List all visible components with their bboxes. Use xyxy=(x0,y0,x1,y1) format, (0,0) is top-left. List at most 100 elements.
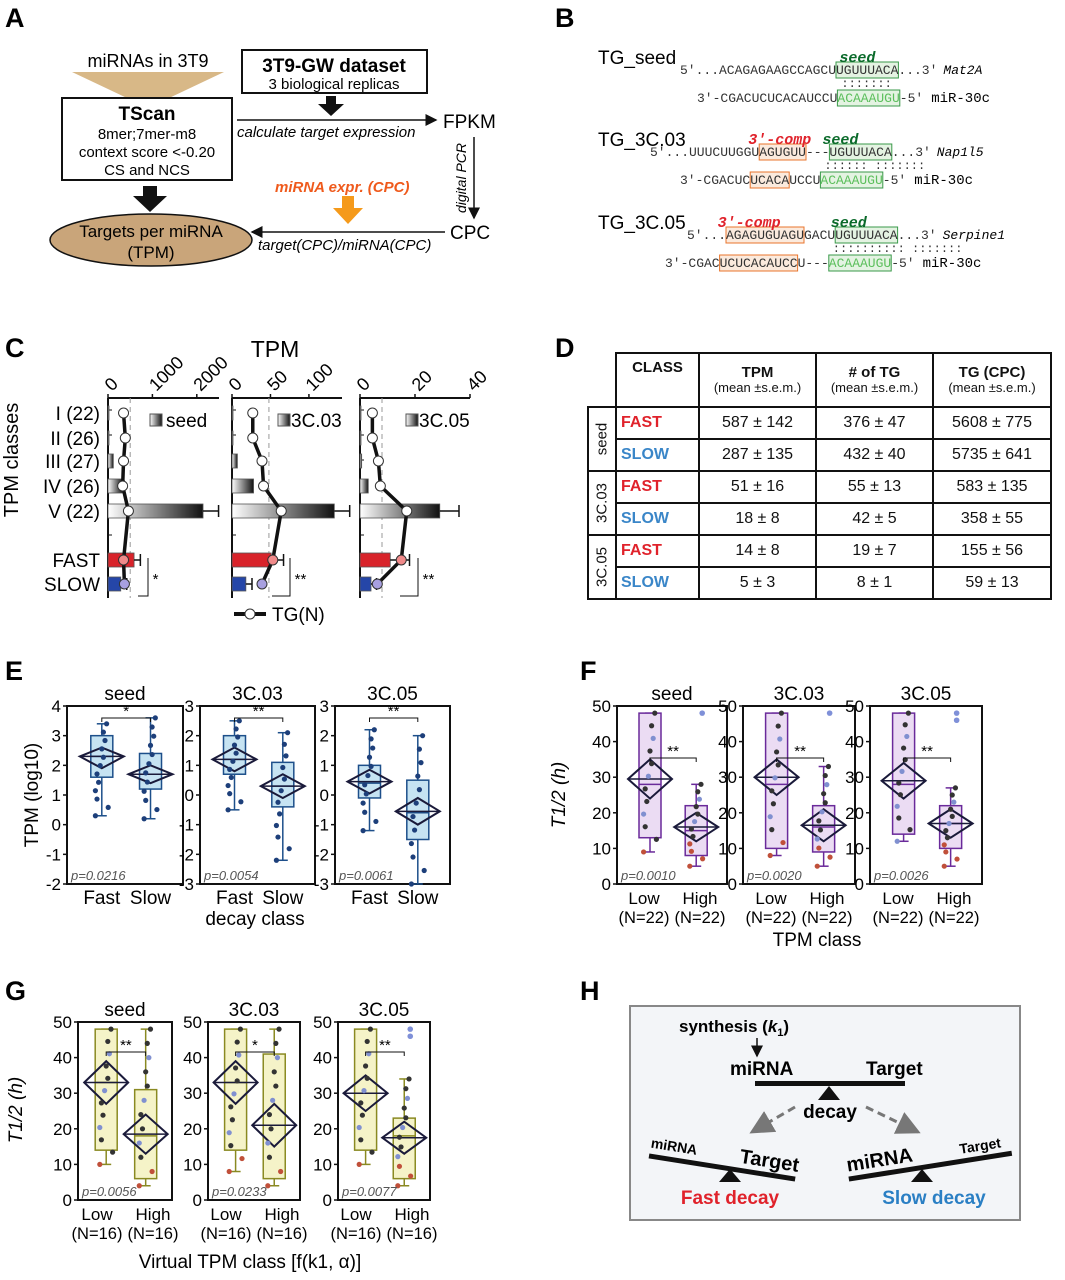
data-point xyxy=(645,773,652,779)
data-point xyxy=(767,814,773,820)
significance-stars: ** xyxy=(294,571,307,588)
data-point xyxy=(951,799,957,805)
data-point xyxy=(644,798,650,805)
group-label: Fast xyxy=(83,888,121,909)
data-point xyxy=(97,763,103,769)
y-tick-label: -2 xyxy=(179,845,194,864)
significance-stars: * xyxy=(152,571,159,588)
tg-point xyxy=(122,505,134,517)
data-point xyxy=(401,1105,407,1111)
tg-point xyxy=(366,407,378,419)
significance-bracket xyxy=(138,558,149,597)
y-tick-label: -2 xyxy=(314,845,329,864)
group-label: High xyxy=(136,1205,171,1224)
subplot-title: 3C.03 xyxy=(774,684,825,705)
data-point xyxy=(141,788,147,794)
significance-bracket xyxy=(101,717,152,722)
tpm-bar-iv xyxy=(231,478,254,494)
data-point xyxy=(362,782,368,788)
significance-stars: * xyxy=(123,703,129,720)
data-point xyxy=(265,1140,271,1146)
y-tick-label: 0 xyxy=(185,786,194,805)
data-point xyxy=(698,781,704,787)
data-point xyxy=(415,773,421,779)
sequence-segment: UGUUUACA xyxy=(836,63,899,78)
tscan-box xyxy=(61,97,233,181)
tscan-line: context score <-0.20 xyxy=(79,144,215,161)
panel-label: D xyxy=(555,333,575,363)
y-tick-label: 20 xyxy=(53,1120,72,1139)
panel-a-workflow: miRNAs in 3T9 TScan 8mer;7mer-m8 context… xyxy=(49,49,496,267)
data-point xyxy=(371,727,377,733)
tg-point xyxy=(371,578,383,590)
class-cell: FAST xyxy=(615,534,700,568)
sequence-segment: ACAAAUGU xyxy=(837,91,899,106)
data-point xyxy=(239,1155,245,1162)
tpm-bar-i xyxy=(107,405,110,421)
group-label: Slow xyxy=(262,888,303,909)
y-tick-label: 50 xyxy=(718,697,737,716)
tpm-bar-iii xyxy=(359,453,363,469)
data-point xyxy=(276,1026,282,1032)
tpm-bar-fast xyxy=(359,552,391,568)
data-point xyxy=(273,857,279,863)
y-tick-label: 30 xyxy=(183,1084,202,1103)
group-n-label: (N=16) xyxy=(331,1225,382,1243)
sequence-segment: UCACA xyxy=(750,173,789,188)
data-point xyxy=(149,751,155,758)
legend-label: seed xyxy=(166,411,207,432)
data-point xyxy=(235,734,241,740)
data-point xyxy=(363,791,369,797)
plot-frame xyxy=(334,705,451,885)
subplot-title: seed xyxy=(104,684,145,705)
dataset-title: 3T9-GW dataset xyxy=(262,56,406,77)
data-point xyxy=(275,799,281,805)
data-point xyxy=(649,723,655,729)
balance-beam xyxy=(755,1081,905,1086)
data-point xyxy=(941,863,947,869)
category-label: III (27) xyxy=(45,452,100,473)
x-axis-label: decay class xyxy=(205,909,304,930)
data-point xyxy=(141,816,147,822)
dashed-arrow xyxy=(865,1105,921,1134)
data-point xyxy=(278,1168,284,1175)
y-tick-label: 40 xyxy=(718,733,737,752)
data-point xyxy=(102,1088,108,1094)
data-point xyxy=(364,1075,370,1081)
group-n-label: (N=22) xyxy=(619,909,670,927)
tg-point xyxy=(374,480,386,492)
cpc-cell: 583 ± 135 xyxy=(932,470,1052,504)
data-point xyxy=(266,1154,273,1160)
data-point xyxy=(227,766,233,772)
significance-bracket xyxy=(776,757,825,762)
pairing-dots: :::::: ::::::: xyxy=(824,159,925,173)
tg-point xyxy=(275,505,287,517)
mirna-label: miRNA xyxy=(730,1059,794,1080)
data-point xyxy=(652,710,658,716)
data-point xyxy=(228,1104,234,1110)
data-point xyxy=(230,758,236,764)
legend-gradient-swatch xyxy=(277,413,291,427)
tg-cell: 376 ± 47 xyxy=(815,406,934,440)
plot-frame xyxy=(869,705,983,885)
dpcr-label: digital PCR xyxy=(453,143,469,213)
seed-highlight-box xyxy=(835,61,899,79)
y-tick-label: -1 xyxy=(46,845,61,864)
data-point xyxy=(94,796,100,802)
sequence-segment: AGUGUU xyxy=(759,145,806,160)
y-tick-label: 0 xyxy=(193,1191,202,1210)
y-tick-label: 50 xyxy=(183,1013,202,1032)
data-point xyxy=(907,827,913,833)
panel-label: H xyxy=(580,976,600,1006)
x-tick-label: 20 xyxy=(408,367,436,395)
panel-label: A xyxy=(5,3,25,33)
data-point xyxy=(97,1161,103,1167)
y-tick-label: 40 xyxy=(845,733,864,752)
data-point xyxy=(941,842,947,848)
data-point xyxy=(273,1040,279,1046)
y-tick-label: -2 xyxy=(46,875,61,894)
data-point xyxy=(234,1039,240,1045)
